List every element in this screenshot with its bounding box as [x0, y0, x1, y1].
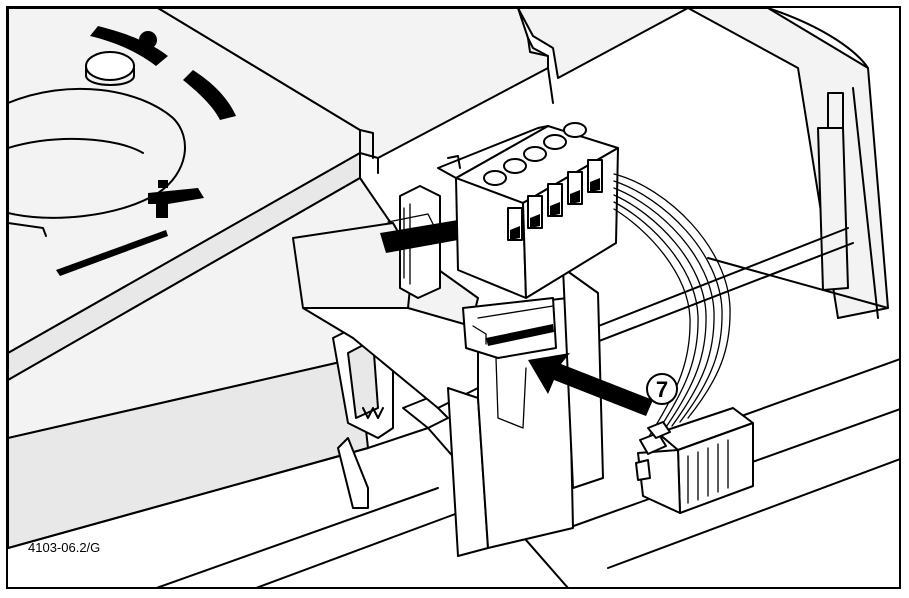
socket-receptacle	[462, 297, 557, 429]
callout-number: 7	[656, 377, 668, 402]
plug-connector	[635, 407, 754, 514]
right-housing-wall	[567, 8, 889, 354]
screw-hole-4	[543, 134, 567, 150]
figure-reference-code: 4103-06.2/G	[28, 540, 101, 555]
water-symbol-icon	[148, 180, 204, 218]
terminal-slots	[507, 159, 603, 241]
screw-hole-2	[503, 158, 527, 174]
scale-line	[8, 222, 168, 276]
rear-housing-plates	[157, 8, 689, 174]
technical-illustration: 7 4103-06.2/G	[6, 6, 901, 589]
terminal-support-bracket	[380, 185, 458, 299]
screw-hole-3	[523, 146, 547, 162]
callout-7: 7	[646, 373, 678, 405]
terminal-block	[437, 122, 619, 299]
connector-assembly-drawing: 7	[8, 8, 899, 587]
temperature-dial	[8, 26, 236, 219]
screw-hole-1	[483, 170, 507, 186]
ribbon-cable	[613, 173, 731, 439]
screw-hole-5	[563, 122, 587, 138]
insertion-arrow	[528, 353, 653, 416]
